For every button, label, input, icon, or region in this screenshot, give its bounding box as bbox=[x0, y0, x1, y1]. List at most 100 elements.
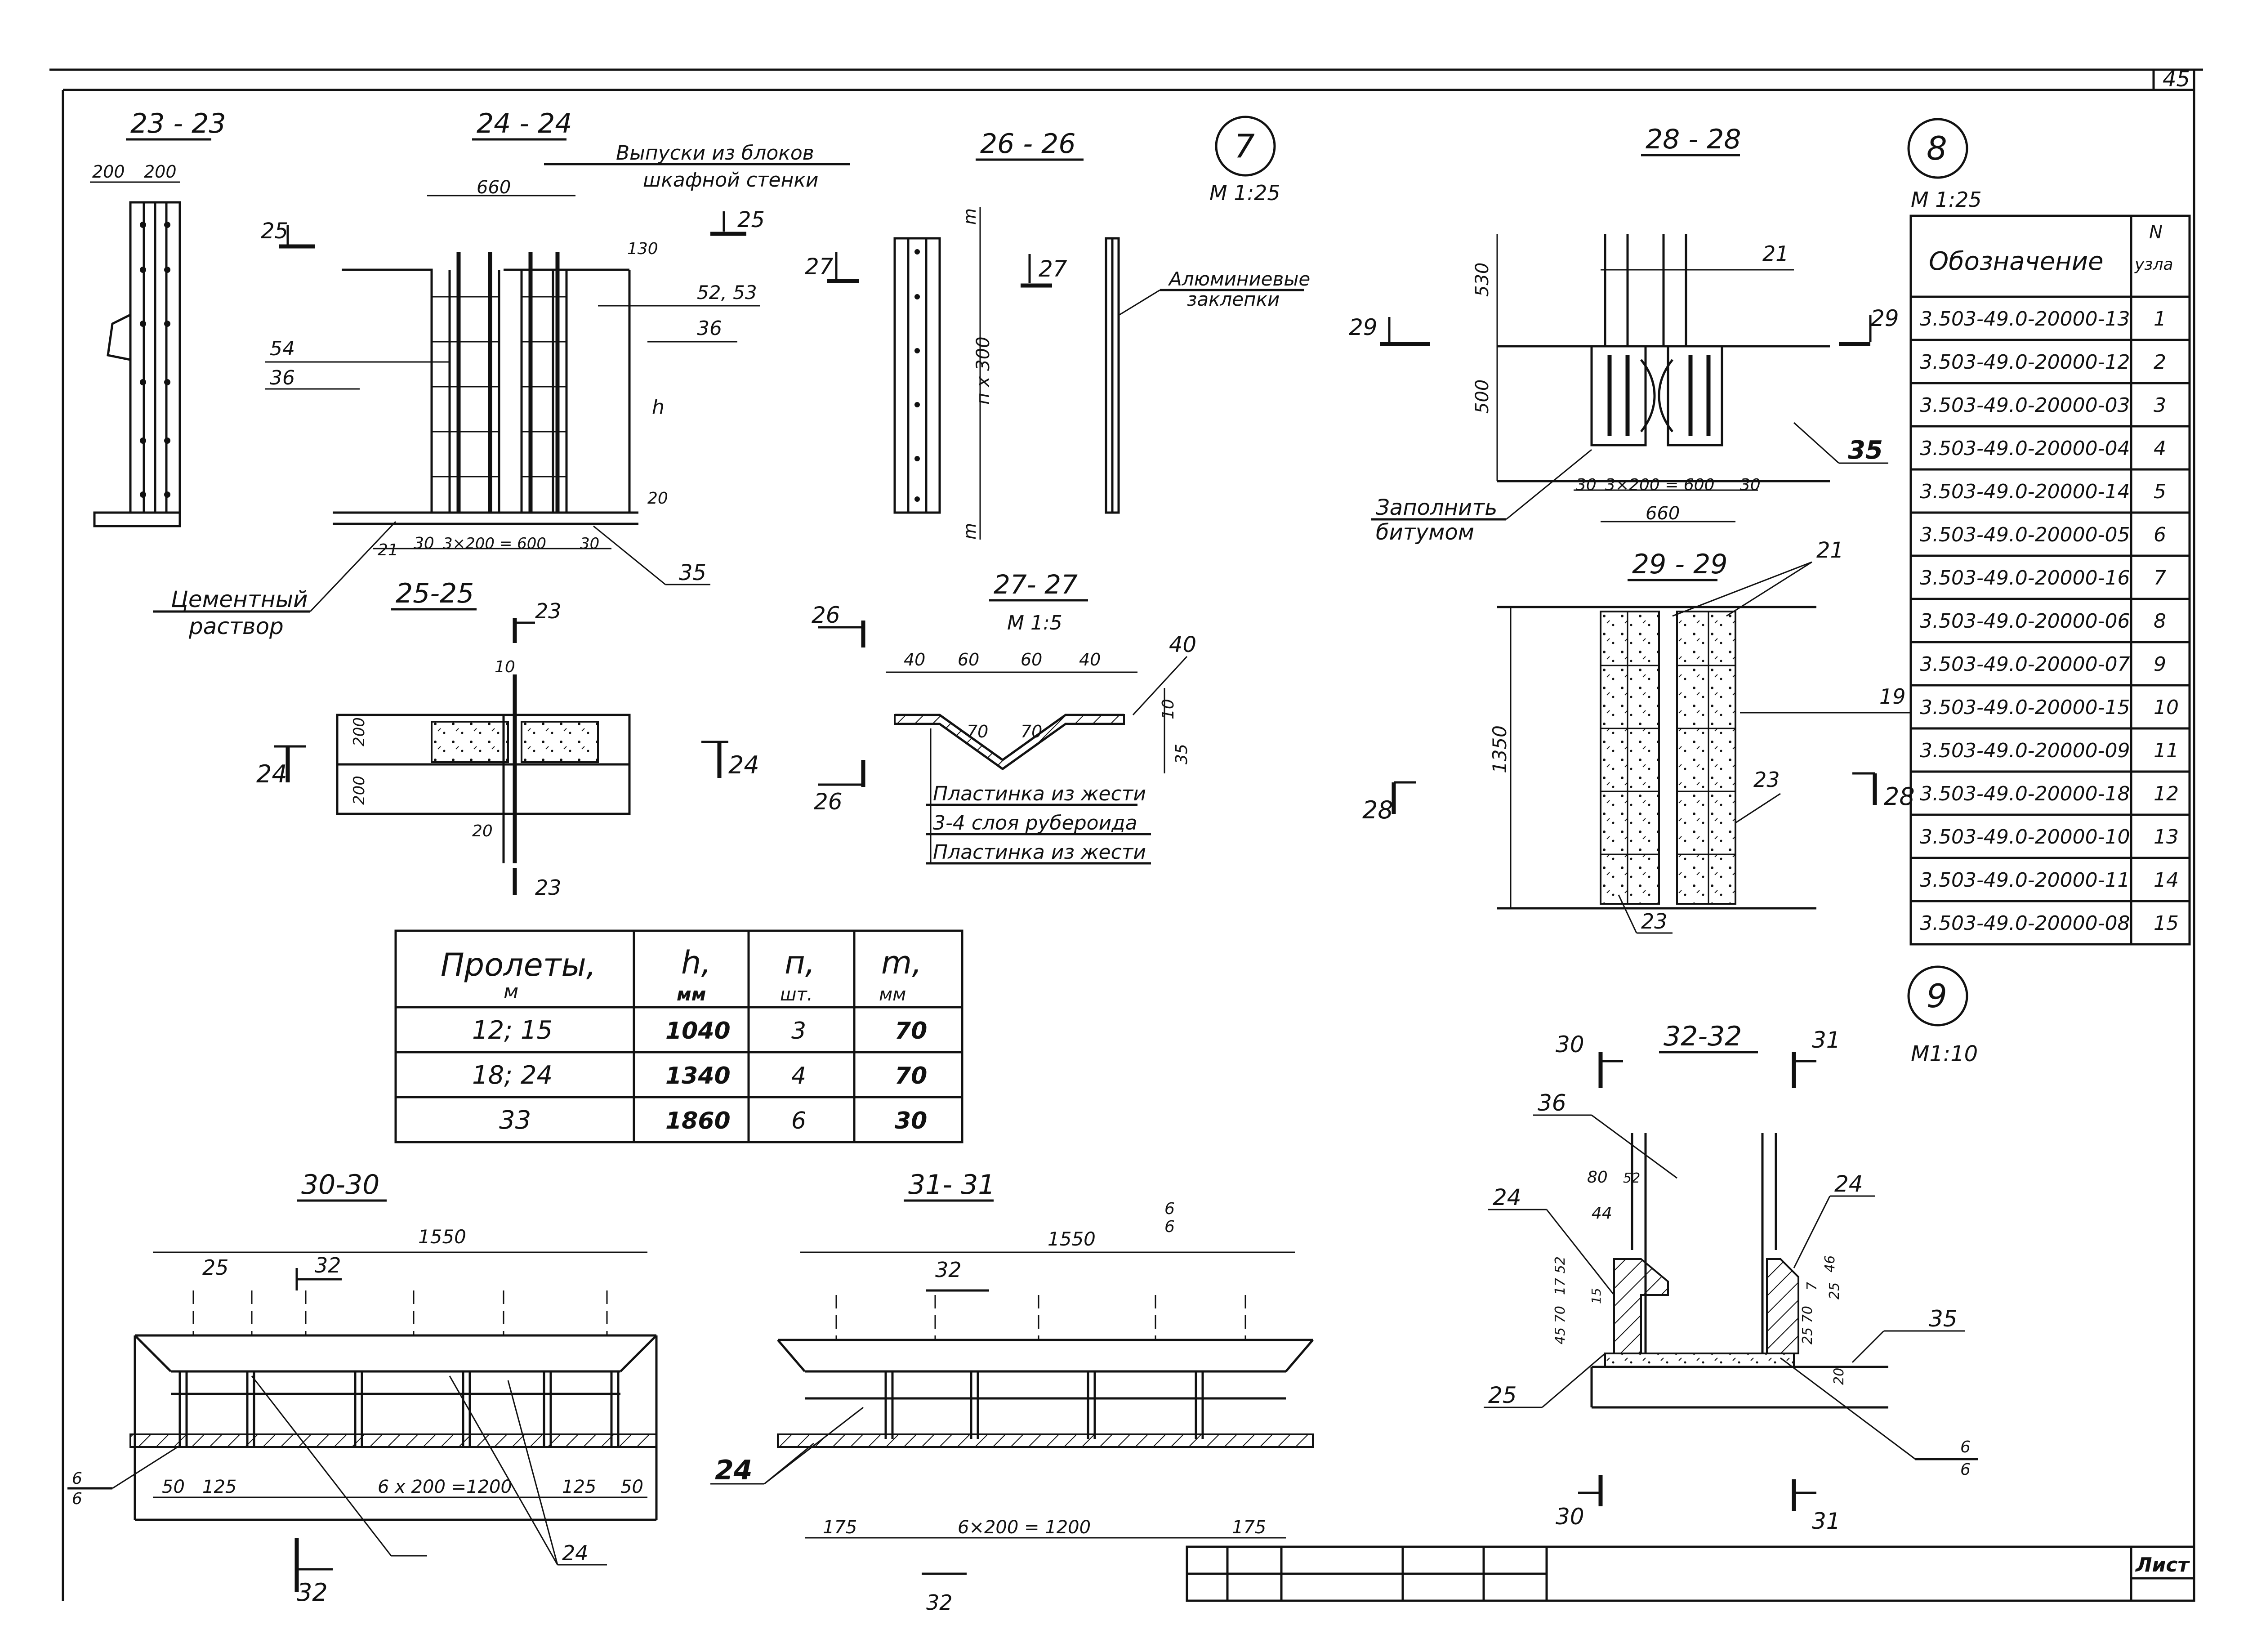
dim-24c: 24 bbox=[562, 1541, 589, 1565]
cut-24a: 24 bbox=[256, 760, 287, 788]
dim-70b: 70 bbox=[1021, 722, 1042, 741]
dim-35: 35 bbox=[679, 560, 706, 585]
cut-24b: 24 bbox=[728, 751, 759, 779]
section-28-28: 28 - 28 8 М 1:25 530 500 21 29 29 35 30 … bbox=[1349, 118, 1982, 545]
dim-6x200b: 6×200 = 1200 bbox=[958, 1517, 1091, 1538]
label-zapolnit-2: битумом bbox=[1376, 520, 1474, 545]
dim-660: 660 bbox=[477, 177, 511, 198]
cut-32d: 32 bbox=[926, 1590, 953, 1615]
dim-35c: 35 bbox=[1848, 436, 1883, 465]
dim-200a: 200 bbox=[92, 162, 125, 182]
dim-30b: 30 bbox=[580, 535, 599, 553]
dim-24d: 24 bbox=[715, 1455, 753, 1486]
dim-200b: 200 bbox=[144, 162, 177, 182]
dim-35d: 35 bbox=[1929, 1306, 1958, 1332]
span-table-cell-1-0: 18; 24 bbox=[472, 1061, 553, 1090]
list-label: Лист bbox=[2135, 1554, 2190, 1576]
section-24-24: 24 - 24 Выпуски из блоков шкафной стенки… bbox=[153, 108, 850, 639]
node-table-number: 7 bbox=[2154, 567, 2166, 589]
span-table-cell-0-1: 1040 bbox=[665, 1018, 731, 1045]
node-table-designation: 3.503-49.0-20000-14 bbox=[1920, 480, 2130, 503]
section-27-scale: М 1:5 bbox=[1007, 612, 1062, 634]
dim-52: 52 bbox=[1623, 1170, 1640, 1186]
dim-25c: 25 bbox=[202, 1255, 229, 1280]
section-title-24: 24 - 24 bbox=[477, 108, 572, 139]
dim-125a: 125 bbox=[202, 1477, 236, 1497]
dim-660b: 660 bbox=[1646, 503, 1680, 524]
node-table-designation: 3.503-49.0-20000-06 bbox=[1920, 610, 2130, 633]
dim-36a: 36 bbox=[270, 366, 295, 389]
section-32-32: 9 М1:10 32-32 30 31 36 80 52 44 24 24 45 bbox=[1484, 965, 1978, 1534]
span-table-cell-0-2: 3 bbox=[791, 1018, 806, 1045]
span-table-cell-0-3: 70 bbox=[895, 1018, 927, 1045]
span-table-header-3-main: m, bbox=[881, 944, 922, 981]
label-cement-2: раствор bbox=[188, 613, 284, 639]
section-23-23: 23 - 23 200 200 bbox=[90, 108, 226, 527]
weld-6c: 6 bbox=[1164, 1200, 1175, 1218]
label-cement-1: Цементный bbox=[171, 586, 308, 612]
label-plast-1: Пластинка из жести bbox=[933, 782, 1146, 805]
span-table-header-0-main: Пролеты, bbox=[441, 947, 596, 983]
label-alum-1: Алюминиевые bbox=[1168, 268, 1310, 290]
dim-35b: 35 bbox=[1173, 744, 1191, 764]
cut-29b: 29 bbox=[1870, 305, 1899, 331]
dim-70a: 70 bbox=[967, 722, 988, 741]
dim-30d: 30 bbox=[1740, 476, 1761, 494]
span-table-header-1-main: h, bbox=[681, 944, 711, 981]
span-table-header-0-unit: м bbox=[504, 980, 518, 1003]
node-table-designation: 3.503-49.0-20000-08 bbox=[1920, 912, 2130, 935]
dim-175b: 175 bbox=[1232, 1517, 1266, 1538]
node-9-number: 9 bbox=[1927, 977, 1947, 1015]
cut-25a: 25 bbox=[261, 219, 288, 244]
dim-200c: 200 bbox=[350, 717, 368, 746]
node-table-designation: 3.503-49.0-20000-10 bbox=[1920, 826, 2130, 848]
dim-25d: 25 bbox=[1488, 1382, 1517, 1408]
node-table-number: 2 bbox=[2154, 351, 2166, 374]
dim-25e: 25 bbox=[1827, 1282, 1842, 1299]
dim-23d: 23 bbox=[1641, 909, 1668, 933]
node-table-number: 5 bbox=[2154, 480, 2166, 503]
label-zapolnit-1: Заполнить bbox=[1376, 495, 1497, 520]
node-table-designation: 3.503-49.0-20000-16 bbox=[1920, 567, 2130, 589]
dim-30c: 30 bbox=[1576, 476, 1597, 494]
node-table-number: 11 bbox=[2154, 739, 2179, 762]
section-31-31: 31- 31 6 6 1550 32 175 6×200 = 1200 175 … bbox=[710, 1169, 1314, 1615]
section-29-29: 29 - 29 21 1350 19 23 23 28 28 bbox=[1362, 538, 1915, 934]
dim-45-70: 45 70 bbox=[1552, 1306, 1568, 1344]
dim-m1: m bbox=[960, 208, 980, 225]
weld-6e: 6 bbox=[1960, 1438, 1971, 1456]
dim-40b: 40 bbox=[1079, 650, 1101, 670]
dim-10: 10 bbox=[495, 658, 515, 676]
node-8-circle bbox=[1907, 118, 1968, 179]
section-25-25: 25-25 23 10 200 200 20 23 24 24 bbox=[256, 578, 759, 900]
dim-30a: 30 bbox=[414, 534, 434, 553]
section-title-31: 31- 31 bbox=[908, 1169, 995, 1201]
node-table-header-n: N bbox=[2149, 222, 2163, 243]
span-table-cell-2-0: 33 bbox=[499, 1106, 531, 1135]
section-title-32: 32-32 bbox=[1664, 1021, 1742, 1052]
dim-40a: 40 bbox=[904, 650, 925, 670]
section-title-23: 23 - 23 bbox=[130, 108, 226, 139]
node-table-number: 12 bbox=[2154, 782, 2179, 805]
section-title-28: 28 - 28 bbox=[1646, 124, 1741, 155]
dim-24e: 24 bbox=[1493, 1184, 1521, 1210]
cut-30f: 30 bbox=[1556, 1504, 1584, 1530]
dim-21: 21 bbox=[378, 541, 398, 559]
node-9-scale: М1:10 bbox=[1911, 1041, 1978, 1067]
dim-15: 15 bbox=[1589, 1288, 1604, 1304]
dim-17-52: 17 52 bbox=[1552, 1256, 1568, 1295]
node-table-number: 15 bbox=[2154, 912, 2179, 935]
dim-50b: 50 bbox=[620, 1477, 643, 1497]
node-8-number: 8 bbox=[1927, 129, 1947, 167]
dim-24f: 24 bbox=[1834, 1171, 1863, 1197]
dim-500: 500 bbox=[1472, 380, 1493, 414]
span-table-cell-1-3: 70 bbox=[895, 1063, 927, 1089]
label-alum-2: заклепки bbox=[1187, 288, 1280, 310]
dim-175a: 175 bbox=[823, 1517, 857, 1538]
dim-21b: 21 bbox=[1762, 241, 1789, 266]
dim-7: 7 bbox=[1804, 1282, 1820, 1290]
cut-27a: 27 bbox=[805, 254, 834, 280]
cut-25b: 25 bbox=[737, 207, 765, 232]
